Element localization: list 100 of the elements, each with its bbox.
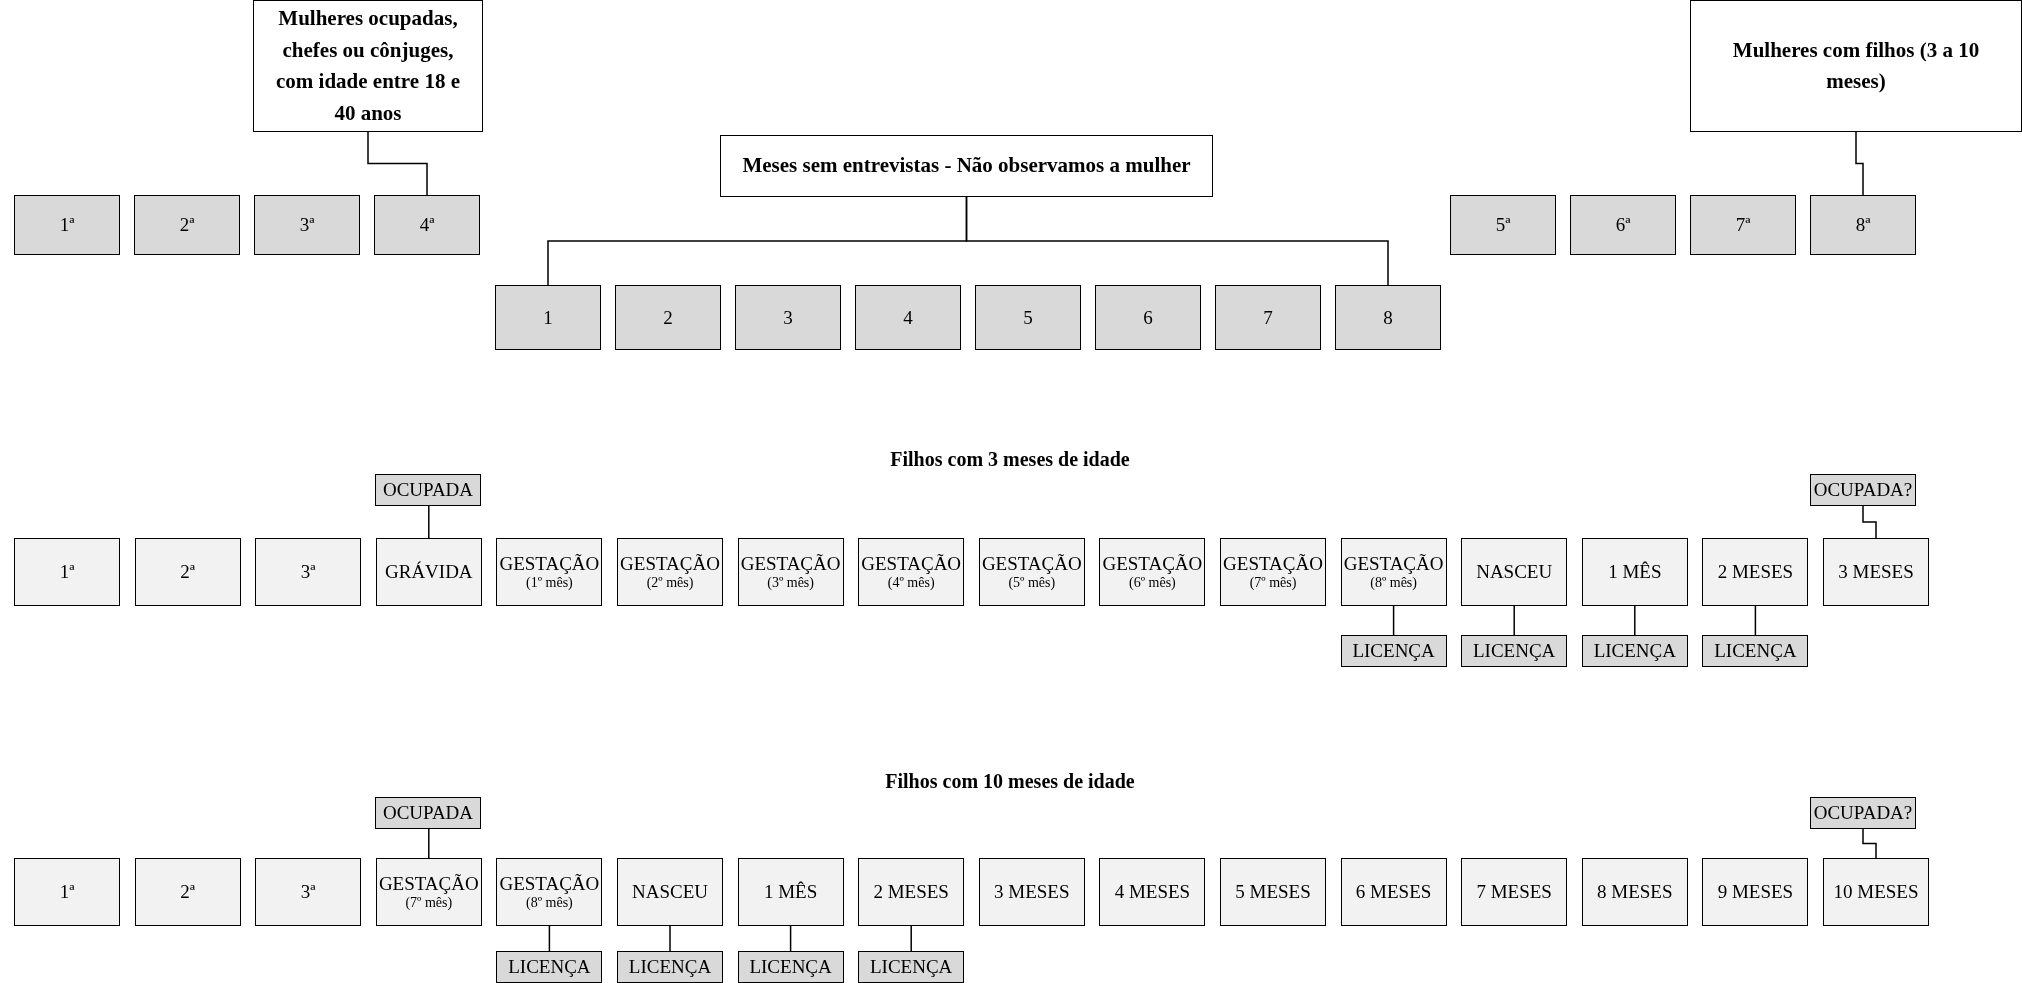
interview-box [254, 195, 360, 255]
box-label: GESTAÇÃO [620, 553, 720, 575]
box-sublabel: (1º mês) [526, 574, 573, 591]
month-box [1823, 858, 1929, 926]
box-sublabel: (7º mês) [1249, 574, 1297, 591]
box-label: 4 [903, 306, 913, 329]
month-box [975, 285, 1081, 350]
connector-line [1855, 131, 1864, 196]
box-label: 2 MESES [873, 881, 949, 903]
month-box [858, 538, 965, 606]
interview-box [255, 538, 362, 606]
interview-box [14, 195, 120, 255]
section-title: Filhos com 10 meses de idade [885, 770, 1135, 793]
month-box [858, 858, 965, 926]
box-label: NASCEU [632, 881, 708, 903]
box-sublabel: (8º mês) [1370, 574, 1417, 591]
connector-line [1862, 505, 1877, 539]
connector-line [1754, 605, 1757, 636]
connector-line [1392, 605, 1395, 636]
box-label: 3ª [300, 561, 316, 583]
month-box [1099, 538, 1206, 606]
box-label: 5 [1023, 306, 1033, 329]
box-label: 1 [543, 306, 553, 329]
box-sublabel: (6º mês) [1129, 574, 1176, 591]
box-label: 2ª [180, 881, 195, 903]
month-box [1215, 285, 1321, 350]
box-label: LICENÇA [1593, 640, 1676, 662]
box-label: 8ª [1855, 214, 1871, 236]
status-box [617, 951, 723, 983]
month-box [1340, 538, 1447, 606]
box-label: LICENÇA [1714, 640, 1797, 662]
heading-box [253, 0, 483, 132]
box-label: 2ª [179, 214, 195, 236]
heading-box [1690, 0, 2022, 132]
connector-line [789, 925, 792, 952]
box-label: GESTAÇÃO [378, 873, 479, 895]
month-box [1220, 538, 1326, 606]
box-label: 3ª [299, 214, 315, 236]
box-label: 7 [1263, 306, 1273, 329]
connector-line [910, 925, 912, 952]
interview-box [134, 195, 240, 255]
box-label: NASCEU [1476, 561, 1553, 583]
connector-line [669, 925, 671, 952]
box-label: 6 [1143, 306, 1153, 329]
box-label: GESTAÇÃO [1102, 553, 1203, 575]
month-box [375, 858, 482, 926]
month-box [1581, 538, 1688, 606]
interview-box [374, 195, 480, 255]
status-box [737, 951, 844, 983]
month-box [735, 285, 841, 350]
interview-box [14, 858, 120, 926]
box-label: LICENÇA [749, 956, 832, 978]
box-label: GESTAÇÃO [1223, 553, 1323, 575]
box-label: 1 MÊS [763, 881, 818, 903]
box-label: GESTAÇÃO [740, 553, 841, 575]
box-label: OCUPADA [382, 802, 474, 824]
connector-line [548, 925, 551, 952]
section-title: Filhos com 3 meses de idade [890, 448, 1130, 471]
box-label: Mulheres com filhos (3 a 10 meses) [1731, 36, 1981, 95]
interview-box [1690, 195, 1796, 255]
box-label: 8 MESES [1597, 881, 1673, 903]
status-box [1581, 635, 1688, 667]
box-label: OCUPADA? [1813, 802, 1913, 824]
month-box [978, 858, 1085, 926]
interview-box [134, 538, 241, 606]
month-box [375, 538, 482, 606]
box-label: 6 MESES [1355, 881, 1432, 903]
box-label: 1ª [59, 881, 75, 903]
connector-line [1634, 605, 1636, 636]
box-sublabel: (8º mês) [526, 894, 573, 911]
box-label: 1ª [59, 561, 75, 583]
box-label: GESTAÇÃO [499, 553, 600, 575]
month-box [1335, 285, 1441, 350]
connector-line [1513, 605, 1515, 636]
month-box [1461, 538, 1568, 606]
connector-line [428, 505, 430, 539]
month-box [1461, 858, 1568, 926]
box-label: 3ª [300, 881, 316, 903]
box-label: 1ª [59, 214, 75, 236]
month-box [496, 858, 603, 926]
connector-line [965, 196, 1389, 286]
box-label: LICENÇA [508, 956, 591, 978]
month-box [737, 538, 844, 606]
month-box [495, 285, 601, 350]
box-label: 3 [783, 306, 793, 329]
month-box [1823, 538, 1929, 606]
box-label: 8 [1383, 306, 1393, 329]
interview-box [255, 858, 362, 926]
box-sublabel: (2º mês) [646, 574, 694, 591]
box-label: 3 MESES [1838, 561, 1914, 583]
interview-box [1810, 195, 1916, 255]
box-label: 5ª [1495, 214, 1511, 236]
month-box [978, 538, 1085, 606]
month-box [496, 538, 603, 606]
box-label: GESTAÇÃO [861, 553, 962, 575]
box-label: GESTAÇÃO [1343, 553, 1444, 575]
status-box [1702, 635, 1809, 667]
box-label: LICENÇA [1352, 640, 1435, 662]
month-box [1702, 538, 1809, 606]
status-box [858, 951, 965, 983]
